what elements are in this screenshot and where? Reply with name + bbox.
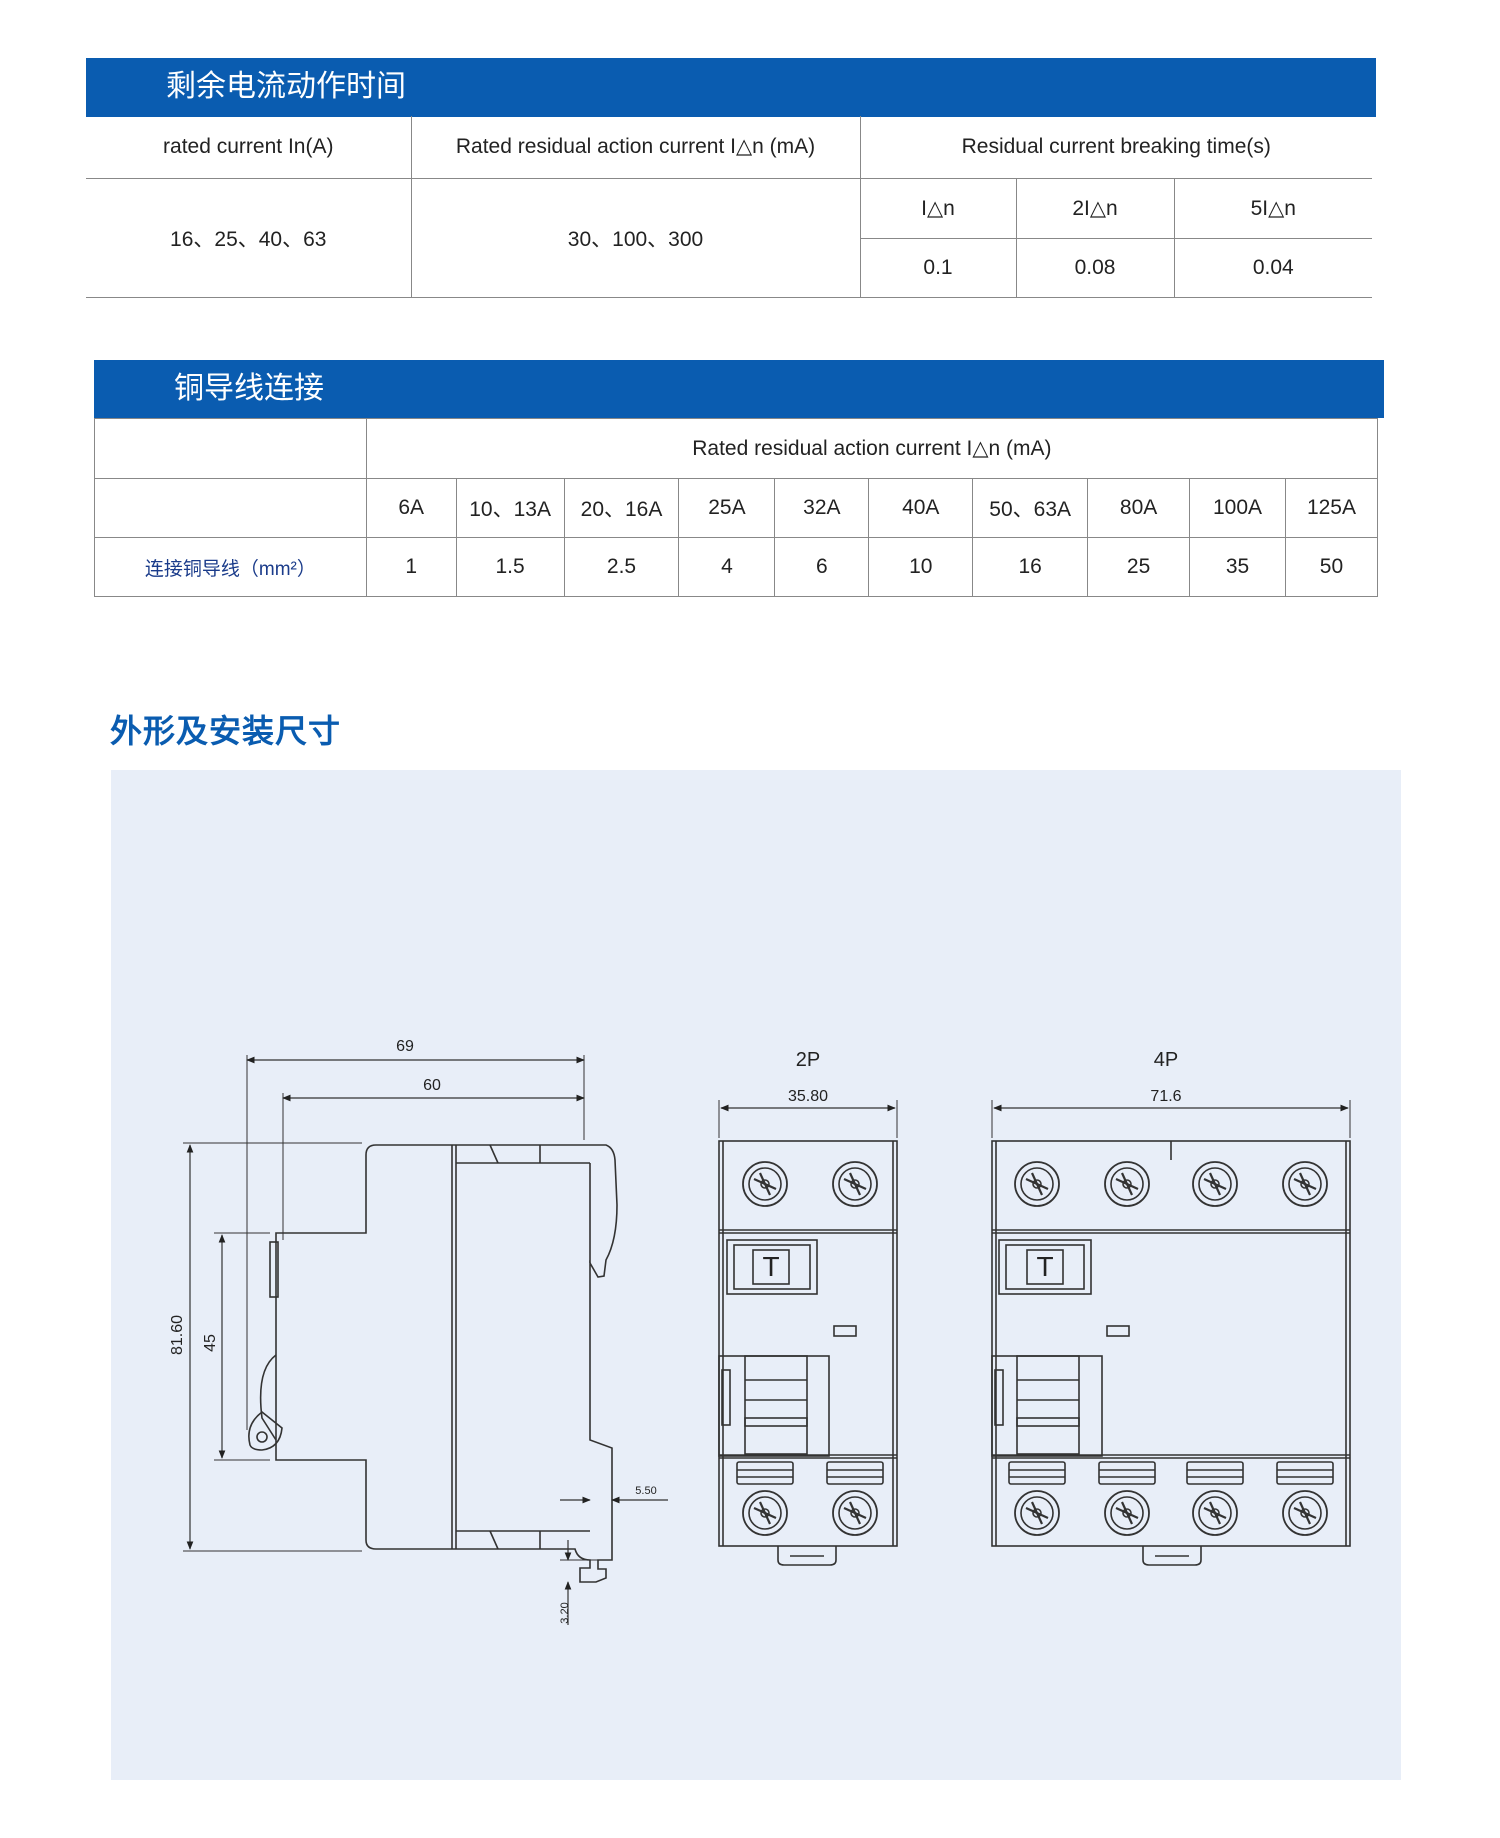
current-cell: 10、13A: [455, 478, 565, 538]
front-view-2p: [718, 1100, 898, 1566]
rated-current-values: 16、25、40、63: [86, 178, 411, 298]
current-cell: 100A: [1189, 478, 1286, 538]
dim-35-80: 35.80: [788, 1088, 828, 1105]
section-cell: 4: [678, 537, 776, 597]
current-cell: 50、63A: [972, 478, 1089, 538]
header-rated-residual: Rated residual action current I△n (mA): [410, 116, 860, 179]
copper-conductor-table: Rated residual action current I△n (mA) 6…: [94, 418, 1379, 597]
time-2x: 0.08: [1015, 238, 1174, 298]
header-rated-current: rated current In(A): [86, 116, 411, 179]
section-cell: 6: [774, 537, 870, 597]
label-2p: 2P: [796, 1049, 820, 1071]
current-cell: 32A: [774, 478, 870, 538]
sub-header-1x: I△n: [859, 178, 1016, 239]
copper-row-label: 连接铜导线（mm²）: [94, 537, 367, 597]
dim-3-20: 3.20: [559, 1602, 571, 1623]
current-cell: 25A: [678, 478, 776, 538]
front-view-4p: [991, 1100, 1351, 1566]
test-button-4p-icon: T: [1036, 1251, 1053, 1282]
empty-corner-mid: [94, 478, 367, 538]
section-cell: 1.5: [455, 537, 565, 597]
section-cell: 35: [1189, 537, 1286, 597]
section-bar-action-time: 剩余电流动作时间: [86, 58, 1376, 117]
header-breaking-time: Residual current breaking time(s): [859, 116, 1372, 179]
label-4p: 4P: [1154, 1049, 1178, 1071]
dim-69: 69: [396, 1038, 414, 1055]
section-bar-copper: 铜导线连接: [94, 360, 1384, 418]
dimension-drawing-panel: [111, 770, 1401, 1780]
section-cell: 25: [1087, 537, 1191, 597]
dim-5-50: 5.50: [635, 1485, 656, 1497]
dim-71-6: 71.6: [1150, 1088, 1181, 1105]
side-view: [183, 1055, 668, 1625]
sub-header-5x: 5I△n: [1173, 178, 1372, 239]
copper-header: Rated residual action current I△n (mA): [365, 418, 1379, 479]
section-title-copper: 铜导线连接: [174, 371, 324, 406]
dim-81-60: 81.60: [169, 1315, 186, 1355]
current-cell: 40A: [868, 478, 974, 538]
current-cell: 20、16A: [563, 478, 680, 538]
dim-45: 45: [202, 1334, 219, 1352]
current-cell: 6A: [365, 478, 457, 538]
time-5x: 0.04: [1173, 238, 1372, 298]
section-cell: 50: [1284, 537, 1379, 597]
section-title-action-time: 剩余电流动作时间: [166, 69, 406, 104]
time-1x: 0.1: [859, 238, 1016, 298]
section-cell: 10: [868, 537, 974, 597]
sub-header-2x: 2I△n: [1015, 178, 1174, 239]
residual-current-values: 30、100、300: [410, 178, 860, 298]
current-cell: 80A: [1087, 478, 1191, 538]
action-time-table: rated current In(A) Rated residual actio…: [86, 116, 1372, 298]
test-button-2p-icon: T: [762, 1251, 779, 1282]
dim-60: 60: [423, 1077, 441, 1094]
section-cell: 16: [972, 537, 1089, 597]
dimensions-title: 外形及安装尺寸: [110, 712, 342, 750]
